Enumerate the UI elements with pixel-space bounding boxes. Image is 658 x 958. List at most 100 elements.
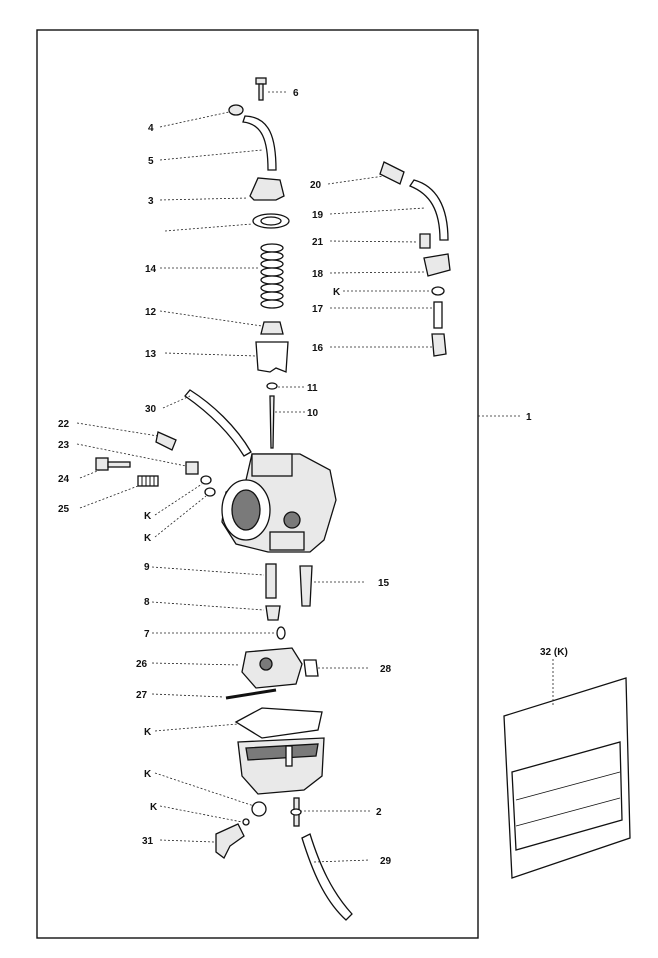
- leader-k-1: [154, 483, 203, 516]
- leader-26: [151, 662, 241, 666]
- part-7-washer: [276, 626, 286, 640]
- part-32-gasket-kit: [503, 677, 631, 879]
- part-13-valve: [255, 341, 289, 373]
- label-29: 29: [380, 856, 392, 867]
- part-25-spring: [137, 475, 159, 487]
- part-k-oring-upper: [431, 286, 445, 296]
- label-k-small: K: [150, 802, 158, 813]
- leader-k-small: [159, 805, 243, 823]
- part-11-clip: [266, 382, 278, 390]
- leader-22: [76, 422, 159, 437]
- part-18-cap: [423, 253, 451, 277]
- leader-21: [329, 240, 419, 243]
- label-12: 12: [145, 307, 157, 318]
- part-31-drain-screw: [215, 823, 245, 859]
- part-6-screw: [255, 77, 267, 101]
- leader-9: [151, 566, 265, 576]
- label-31: 31: [142, 836, 154, 847]
- label-k-upper: K: [333, 287, 341, 298]
- part-24-screw: [95, 457, 131, 471]
- label-k-gasket: K: [144, 727, 152, 738]
- part-20-adjuster: [379, 161, 405, 185]
- label-19: 19: [312, 210, 324, 221]
- label-5: 5: [148, 156, 154, 167]
- label-7: 7: [144, 629, 150, 640]
- leader-20: [327, 175, 385, 185]
- part-2-screw: [290, 797, 302, 827]
- label-15: 15: [378, 578, 390, 589]
- label-27: 27: [136, 690, 148, 701]
- part-28-valve: [303, 659, 319, 677]
- label-1: 1: [526, 412, 532, 423]
- label-20: 20: [310, 180, 322, 191]
- label-28: 28: [380, 664, 392, 675]
- label-22: 22: [58, 419, 70, 430]
- label-21: 21: [312, 237, 324, 248]
- label-9: 9: [144, 562, 150, 573]
- label-6: 6: [293, 88, 299, 99]
- part-k-washer-1: [200, 475, 212, 485]
- part-22-screw: [155, 431, 177, 451]
- label-16: 16: [312, 343, 324, 354]
- label-25: 25: [58, 504, 70, 515]
- leader-25: [79, 485, 139, 509]
- leader-13: [164, 352, 257, 357]
- leader-k-2: [154, 495, 207, 538]
- part-3-top: [249, 177, 285, 201]
- leader-8: [151, 601, 265, 611]
- carburetor-body: [221, 453, 337, 553]
- label-17: 17: [312, 304, 324, 315]
- label-10: 10: [307, 408, 319, 419]
- leader-30: [162, 395, 191, 409]
- label-30: 30: [145, 404, 157, 415]
- label-14: 14: [145, 264, 157, 275]
- label-k-drain: K: [144, 769, 152, 780]
- float-chamber: [237, 737, 325, 795]
- part-5-tube: [242, 115, 277, 171]
- label-k-2: K: [144, 533, 152, 544]
- part-19-hose: [409, 179, 449, 241]
- label-24: 24: [58, 474, 70, 485]
- label-8: 8: [144, 597, 150, 608]
- leader-3: [159, 197, 249, 201]
- part-23-jet: [185, 461, 199, 475]
- leader-31: [159, 839, 215, 843]
- part-9-jet: [265, 563, 277, 599]
- leader-18: [329, 271, 425, 274]
- label-k-1: K: [144, 511, 152, 522]
- label-13: 13: [145, 349, 157, 360]
- label-3: 3: [148, 196, 154, 207]
- leader-k-drain: [154, 772, 255, 807]
- leader-29: [313, 859, 371, 863]
- part-12-retainer: [260, 321, 284, 335]
- part-17-spring: [433, 301, 443, 329]
- leader-19: [329, 207, 426, 215]
- leader-27: [151, 693, 225, 698]
- part-k-washer-2: [204, 487, 216, 497]
- part-14-spring: [260, 243, 284, 309]
- part-27-pin: [225, 688, 277, 700]
- part-10-needle: [269, 395, 275, 449]
- part-8-jet: [265, 605, 281, 621]
- part-k-small-ring: [242, 818, 250, 826]
- part-30-hose: [184, 389, 252, 457]
- label-18: 18: [312, 269, 324, 280]
- part-21-nut: [419, 233, 431, 249]
- part-29-hose: [301, 833, 353, 921]
- leader-23: [76, 443, 187, 467]
- part-k-drain-washer: [251, 801, 267, 817]
- leader-5: [159, 149, 263, 161]
- label-23: 23: [58, 440, 70, 451]
- part-gasket-ring-inner: [260, 216, 282, 226]
- leader-24: [79, 469, 101, 479]
- part-k-gasket: [234, 707, 323, 739]
- leader-gasket: [164, 223, 253, 232]
- part-26-float: [241, 647, 303, 689]
- leader-k-gasket: [154, 723, 239, 732]
- label-32: 32 (K): [540, 647, 568, 658]
- leader-12: [159, 310, 263, 327]
- assembly-frame: [36, 29, 479, 939]
- label-26: 26: [136, 659, 148, 670]
- part-4-cap: [228, 104, 244, 116]
